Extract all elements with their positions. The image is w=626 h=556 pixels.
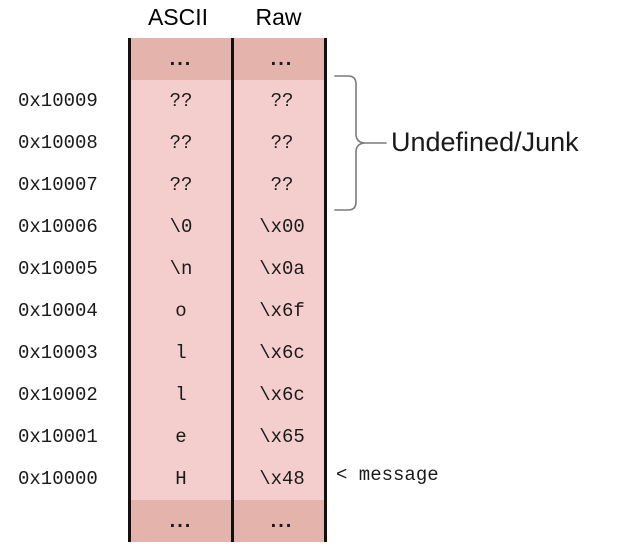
address-label: 0x10006 bbox=[18, 216, 98, 238]
undefined-junk-label: Undefined/Junk bbox=[391, 127, 579, 157]
memory-row: \n \x0a bbox=[131, 248, 324, 290]
cell-raw: \x6c bbox=[259, 342, 305, 364]
address-label: 0x10008 bbox=[18, 132, 98, 154]
memory-row: o \x6f bbox=[131, 290, 324, 332]
memory-row: l \x6c bbox=[131, 332, 324, 374]
cell-ascii: \0 bbox=[169, 216, 193, 238]
memory-row-ellipsis: ...... bbox=[131, 500, 324, 542]
cell-ascii: o bbox=[175, 300, 187, 322]
cell-raw: \x48 bbox=[259, 468, 305, 490]
cell-ascii: l bbox=[175, 384, 187, 406]
cell-raw: ... bbox=[270, 47, 294, 70]
cell-ascii: \n bbox=[169, 258, 193, 280]
memory-row: H \x48 bbox=[131, 458, 324, 500]
cell-ascii: ?? bbox=[169, 174, 193, 196]
cell-raw: \x6f bbox=[259, 300, 305, 322]
column-divider bbox=[231, 38, 234, 542]
address-label: 0x10000 bbox=[18, 468, 98, 490]
memory-row: ???? bbox=[131, 122, 324, 164]
column-header-raw: Raw bbox=[255, 4, 302, 30]
address-label: 0x10007 bbox=[18, 174, 98, 196]
cell-ascii: e bbox=[175, 426, 187, 448]
cell-ascii: l bbox=[175, 342, 187, 364]
address-label: 0x10001 bbox=[18, 426, 98, 448]
address-label: 0x10005 bbox=[18, 258, 98, 280]
memory-row-ellipsis: ...... bbox=[131, 38, 324, 80]
cell-raw: ?? bbox=[270, 90, 294, 112]
address-label: 0x10003 bbox=[18, 342, 98, 364]
cell-ascii: ?? bbox=[169, 132, 193, 154]
cell-raw: \x6c bbox=[259, 384, 305, 406]
address-label: 0x10004 bbox=[18, 300, 98, 322]
cell-raw: \x00 bbox=[259, 216, 305, 238]
cell-ascii: ... bbox=[169, 509, 193, 532]
cell-raw: ... bbox=[270, 509, 294, 532]
cell-raw: \x0a bbox=[259, 258, 305, 280]
cell-ascii: H bbox=[175, 468, 187, 490]
cell-raw: ?? bbox=[270, 132, 294, 154]
column-header-ascii: ASCII bbox=[147, 4, 209, 30]
cell-raw: \x65 bbox=[259, 426, 305, 448]
memory-row: e \x65 bbox=[131, 416, 324, 458]
message-annotation: < message bbox=[336, 464, 439, 486]
memory-row: \0 \x00 bbox=[131, 206, 324, 248]
cell-raw: ?? bbox=[270, 174, 294, 196]
address-label: 0x10009 bbox=[18, 90, 98, 112]
undefined-range-brace bbox=[334, 74, 390, 212]
cell-ascii: ?? bbox=[169, 90, 193, 112]
address-label: 0x10002 bbox=[18, 384, 98, 406]
cell-ascii: ... bbox=[169, 47, 193, 70]
memory-row: l \x6c bbox=[131, 374, 324, 416]
memory-row: ???? bbox=[131, 80, 324, 122]
memory-row: ???? bbox=[131, 164, 324, 206]
memory-table: ......???????????? \0 \x00 \n \x0a o \x6f l \x6c… bbox=[128, 38, 327, 542]
